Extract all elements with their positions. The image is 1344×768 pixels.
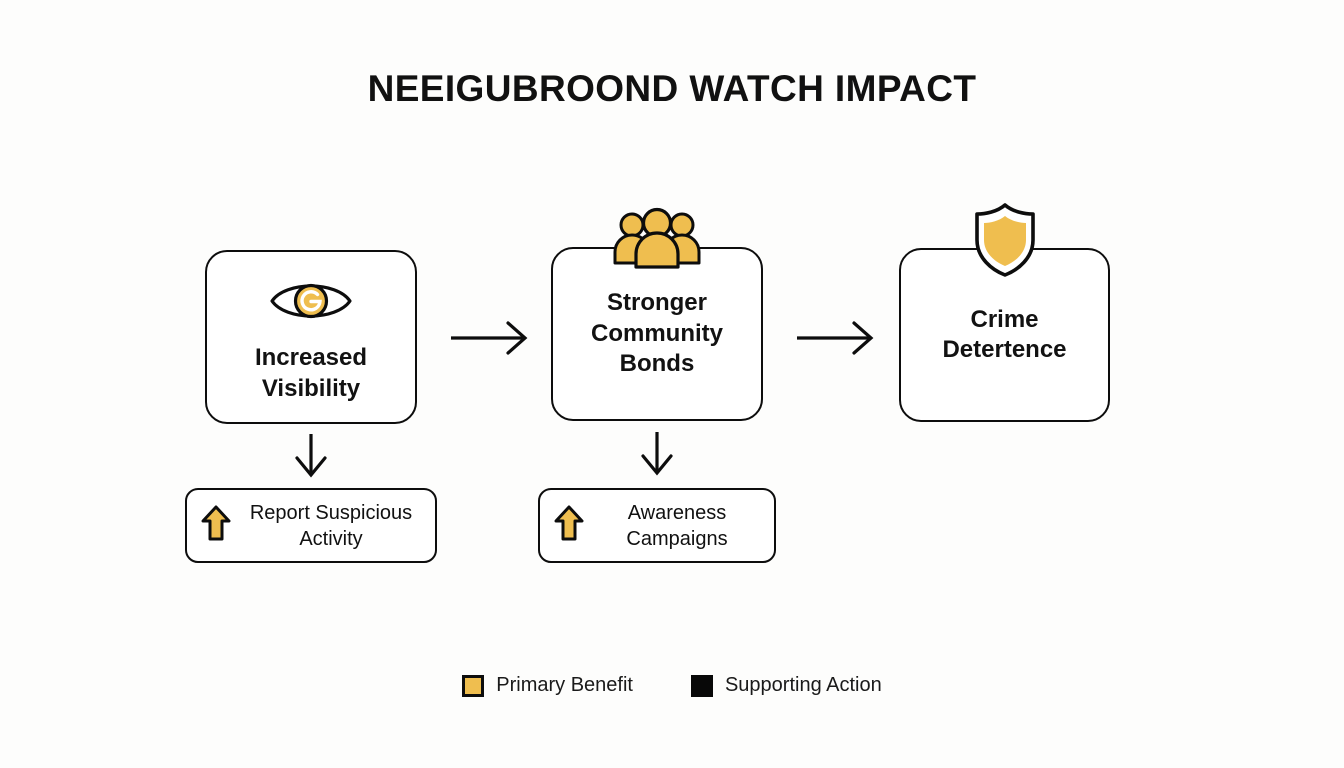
- node-increased-visibility[interactable]: Increased Visibility: [205, 250, 417, 424]
- legend-item-supporting-action: Supporting Action: [690, 674, 882, 697]
- arrow-visibility-to-report: [295, 434, 327, 478]
- eye-icon: [268, 276, 354, 331]
- arrow-bonds-to-deterrence: [797, 321, 874, 355]
- arrow-bonds-to-awareness: [641, 432, 673, 476]
- legend-swatch-supporting-action: [690, 674, 713, 697]
- arrow-visibility-to-bonds: [451, 321, 528, 355]
- legend-item-primary-benefit: Primary Benefit: [462, 674, 633, 697]
- node-stronger-community-bonds[interactable]: Stronger Community Bonds: [551, 207, 763, 421]
- legend: Primary Benefit Supporting Action: [0, 674, 1344, 697]
- people-group-icon: [609, 207, 705, 274]
- node-crime-deterrence[interactable]: Crime Detertence: [899, 203, 1110, 422]
- node-label-increased-visibility: Increased Visibility: [254, 344, 368, 402]
- up-arrow-icon: [554, 504, 584, 547]
- page-title: NEEIGUBROOND WATCH IMPACT: [367, 68, 977, 109]
- support-label-awareness-campaigns: Awareness Campaigns: [626, 501, 728, 550]
- support-node-report-suspicious-activity[interactable]: Report Suspicious Activity: [185, 488, 437, 563]
- support-label-report-suspicious-activity: Report Suspicious Activity: [249, 501, 413, 550]
- legend-swatch-primary-benefit: [462, 674, 485, 697]
- legend-label-primary-benefit: Primary Benefit: [496, 674, 633, 696]
- support-node-awareness-campaigns[interactable]: Awareness Campaigns: [538, 488, 776, 563]
- legend-label-supporting-action: Supporting Action: [724, 674, 882, 696]
- up-arrow-icon: [201, 504, 231, 547]
- node-label-crime-deterrence: Crime Detertence: [942, 305, 1067, 363]
- node-label-stronger-community-bonds: Stronger Community Bonds: [591, 289, 723, 378]
- shield-icon: [972, 202, 1038, 283]
